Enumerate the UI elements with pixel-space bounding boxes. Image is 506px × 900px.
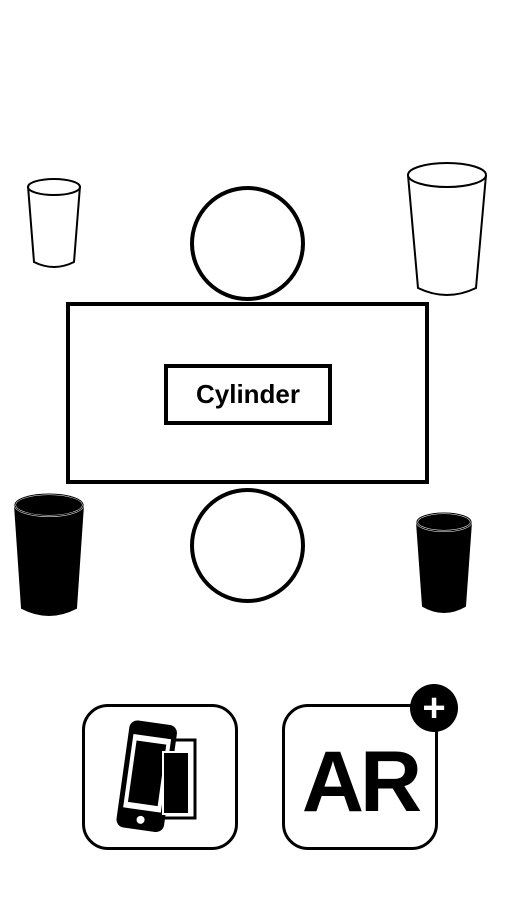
large-full-cup[interactable] [12, 490, 86, 622]
top-circle[interactable] [190, 186, 305, 301]
phone-rotate-icon [105, 712, 215, 843]
ar-plus-badge[interactable]: + [410, 684, 458, 732]
shape-label-text: Cylinder [195, 379, 301, 409]
large-empty-cup[interactable] [404, 160, 490, 300]
small-empty-cup[interactable] [24, 176, 84, 276]
bottom-circle[interactable] [190, 488, 305, 603]
shape-label-button[interactable]: Cylinder [164, 364, 332, 425]
phone-view-button[interactable] [82, 704, 238, 850]
ar-button[interactable]: AR [282, 704, 438, 850]
small-full-cup[interactable] [414, 510, 474, 618]
plus-icon: + [422, 686, 446, 730]
ar-button-label: AR [301, 734, 422, 830]
